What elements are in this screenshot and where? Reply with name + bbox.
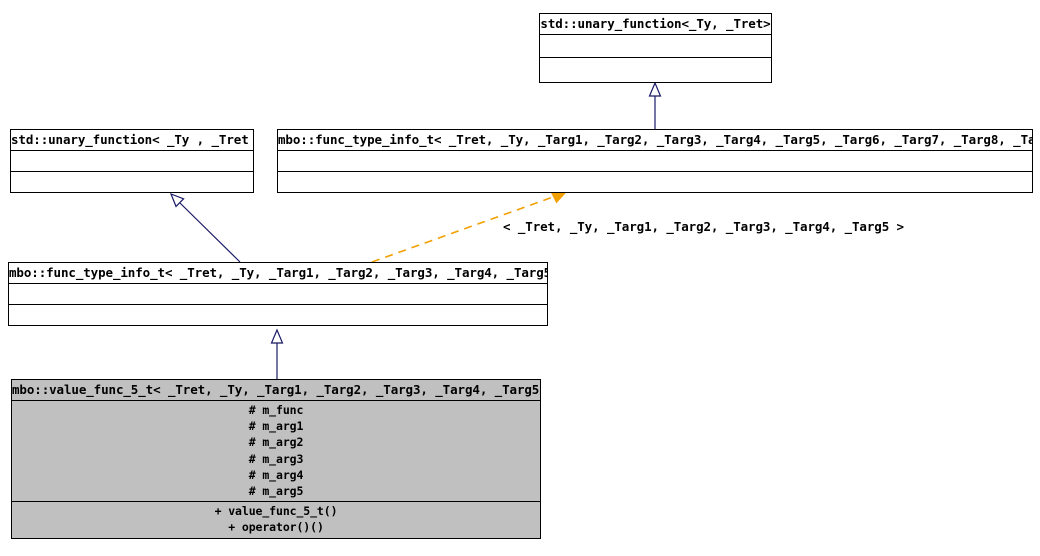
class-title: std::unary_function<_Ty, _Tret> [540, 14, 771, 35]
class-node-mbo-func-type-info-t-5[interactable]: mbo::func_type_info_t< _Tret, _Ty, _Targ… [8, 262, 548, 326]
operation-row: + value_func_5_t() [214, 504, 338, 518]
attribute-row: # m_arg5 [248, 484, 304, 499]
attribute-row: # m_arg1 [248, 419, 304, 434]
class-title: std::unary_function< _Ty , _Tret > [11, 130, 253, 151]
class-attributes-compartment [278, 151, 1032, 172]
edge-bottom-inheritance [270, 328, 284, 379]
class-node-std-unary-function-left[interactable]: std::unary_function< _Ty , _Tret > [10, 129, 254, 193]
attribute-row: # m_func [248, 403, 304, 417]
class-title: mbo::func_type_info_t< _Tret, _Ty, _Targ… [9, 263, 547, 284]
class-attributes-compartment [540, 35, 771, 58]
edge-left-inheritance [169, 192, 241, 263]
attribute-row: # m_arg2 [248, 435, 304, 450]
class-operations-compartment [278, 172, 1032, 192]
class-operations-compartment [11, 172, 253, 192]
class-title: mbo::func_type_info_t< _Tret, _Ty, _Targ… [278, 130, 1032, 151]
edge-top-inheritance [648, 81, 662, 129]
class-node-mbo-value-func-5-t[interactable]: mbo::value_func_5_t< _Tret, _Ty, _Targ1,… [11, 379, 541, 539]
operation-row: + operator()() [228, 520, 324, 535]
class-title: mbo::value_func_5_t< _Tret, _Ty, _Targ1,… [12, 380, 540, 401]
class-operations-compartment: + value_func_5_t() + operator()() [12, 502, 540, 538]
class-node-std-unary-function-top[interactable]: std::unary_function<_Ty, _Tret> [539, 13, 772, 83]
attribute-row: # m_arg4 [248, 467, 304, 482]
class-attributes-compartment [9, 284, 547, 305]
class-operations-compartment [9, 305, 547, 325]
class-operations-compartment [540, 58, 771, 82]
class-attributes-compartment [11, 151, 253, 172]
template-binding-label: < _Tret, _Ty, _Targ1, _Targ2, _Targ3, _T… [503, 219, 904, 234]
class-node-mbo-func-type-info-t-9[interactable]: mbo::func_type_info_t< _Tret, _Ty, _Targ… [277, 129, 1033, 193]
class-attributes-compartment: # m_func # m_arg1 # m_arg2 # m_arg3 # m_… [12, 401, 540, 502]
attribute-row: # m_arg3 [248, 451, 304, 466]
